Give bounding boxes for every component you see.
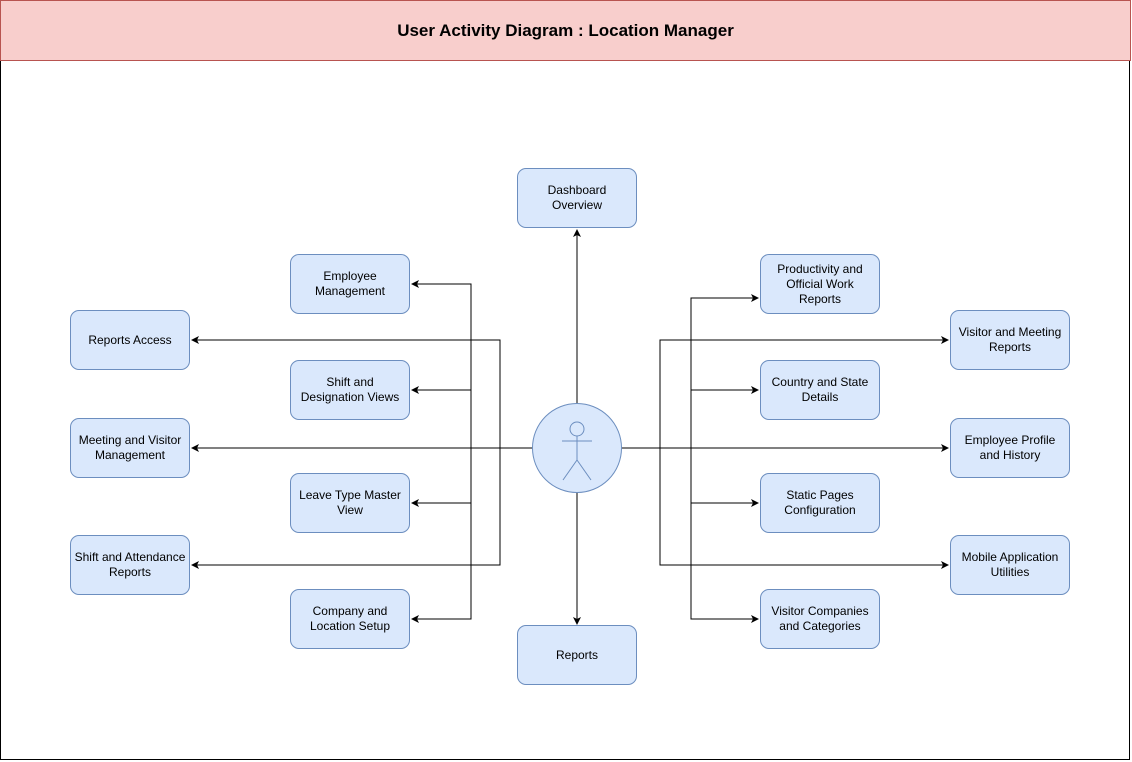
node-reports-access[interactable]: Reports Access: [70, 310, 190, 370]
location-manager-actor[interactable]: [532, 403, 622, 493]
node-visitor-meeting-reports[interactable]: Visitor and Meeting Reports: [950, 310, 1070, 370]
node-leave-type-master-view[interactable]: Leave Type Master View: [290, 473, 410, 533]
edge-to-visitor-companies-categories: [690, 448, 759, 623]
stick-figure-user-icon: [562, 421, 592, 481]
node-shift-designation-views[interactable]: Shift and Designation Views: [290, 360, 410, 420]
node-employee-profile-history[interactable]: Employee Profile and History: [950, 418, 1070, 478]
node-mobile-application-utilities[interactable]: Mobile Application Utilities: [950, 535, 1070, 595]
edge-to-employee-management: [411, 280, 472, 448]
node-visitor-companies-categories[interactable]: Visitor Companies and Categories: [760, 589, 880, 649]
diagram-title: User Activity Diagram : Location Manager: [397, 20, 734, 40]
edge-to-productivity-work-reports: [690, 294, 759, 448]
edge-to-mobile-application-utilities: [659, 448, 949, 569]
node-company-location-setup[interactable]: Company and Location Setup: [290, 589, 410, 649]
edge-to-visitor-meeting-reports: [659, 336, 949, 448]
node-country-state-details[interactable]: Country and State Details: [760, 360, 880, 420]
edge-to-reports-access: [191, 336, 532, 449]
edge-to-company-location-setup: [411, 448, 472, 623]
node-meeting-visitor-management[interactable]: Meeting and Visitor Management: [70, 418, 190, 478]
title-bar: User Activity Diagram : Location Manager: [0, 0, 1131, 61]
node-reports[interactable]: Reports: [517, 625, 637, 685]
node-static-pages-configuration[interactable]: Static Pages Configuration: [760, 473, 880, 533]
edge-to-shift-attendance-reports: [191, 448, 501, 569]
node-productivity-work-reports[interactable]: Productivity and Official Work Reports: [760, 254, 880, 314]
node-shift-attendance-reports[interactable]: Shift and Attendance Reports: [70, 535, 190, 595]
node-dashboard-overview[interactable]: Dashboard Overview: [517, 168, 637, 228]
node-employee-management[interactable]: Employee Management: [290, 254, 410, 314]
